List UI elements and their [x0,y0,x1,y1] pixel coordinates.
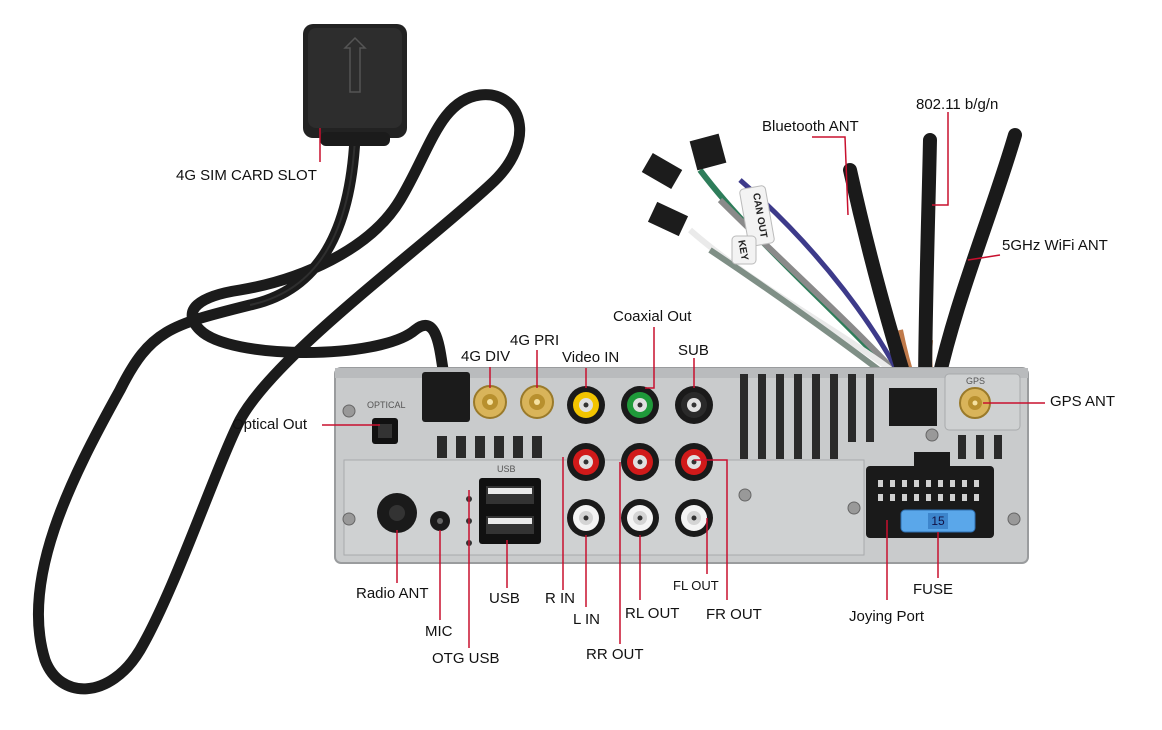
leader-80211 [932,112,949,206]
label-otg-usb: OTG USB [432,650,500,667]
sub-jack[interactable] [675,386,713,424]
label-coaxial-out: Coaxial Out [613,308,692,325]
screw-1 [342,404,356,418]
label-r-in: R IN [545,590,575,607]
mic-port[interactable] [430,511,450,531]
key-tag-text: KEY [735,239,749,261]
coaxial-out-jack[interactable] [621,386,659,424]
label-mic: MIC [425,623,453,640]
r-in-jack[interactable] [567,443,605,481]
label-80211: 802.11 b/g/n [916,96,999,113]
label-gps-ant: GPS ANT [1050,393,1116,410]
leader-frout [694,459,728,600]
screw-6 [847,501,861,515]
rr-out-jack[interactable] [621,443,659,481]
label-sub: SUB [678,342,709,359]
print-usb: USB [497,464,516,474]
label-joying-port: Joying Port [849,608,925,625]
rl-out-jack[interactable] [621,499,659,537]
label-4g-div: 4G DIV [461,348,511,365]
fuse-rating-text: 15 [931,514,945,528]
otg-usb-port[interactable] [466,496,472,546]
leader-5ghz [967,254,1001,261]
harness-socket [889,388,937,426]
vent-slots-top [437,436,542,458]
label-fr-out: FR OUT [706,606,762,623]
label-fuse: FUSE [913,581,954,598]
harness-connector-3 [647,201,689,237]
print-gps: GPS [966,376,986,386]
leader-lines [319,112,1045,648]
joying-port-pins [878,480,979,501]
harness-connector-2 [689,133,727,171]
label-optical-out: Optical Out [232,416,308,433]
4g-pri-port[interactable] [520,385,554,419]
can-out-tag: CAN OUT [739,185,775,247]
video-in-jack[interactable] [567,386,605,424]
leader-bt [812,136,849,216]
label-bluetooth-ant: Bluetooth ANT [762,118,859,135]
fuse[interactable]: 15 [900,509,976,533]
label-sim-card-slot: 4G SIM CARD SLOT [176,167,317,184]
4g-div-port[interactable] [473,385,507,419]
optical-out-port[interactable] [372,418,398,444]
print-optical: OPTICAL [367,400,406,410]
label-4g-pri: 4G PRI [510,332,560,349]
key-tag: KEY [731,235,757,265]
label-5ghz-wifi: 5GHz WiFi ANT [1002,237,1108,254]
label-rr-out: RR OUT [586,646,644,663]
label-video-in: Video IN [562,349,620,366]
label-radio-ant: Radio ANT [356,585,429,602]
leader-coaxial [645,327,655,389]
wiring-harness: CAN OUT KEY [641,133,938,403]
label-l-in: L IN [573,611,600,628]
l-in-jack[interactable] [567,499,605,537]
sim-connector[interactable] [422,372,470,422]
usb-ports[interactable] [479,478,541,544]
label-rl-out: RL OUT [625,605,680,622]
harness-connector-1 [641,152,683,190]
label-usb: USB [489,590,520,607]
fl-out-jack[interactable] [675,499,713,537]
sim-card-slot-box[interactable] [303,24,407,146]
radio-ant-port[interactable] [377,493,417,533]
screw-2 [342,512,356,526]
screw-5 [738,488,752,502]
sim-cable [32,89,525,695]
screw-4 [1007,512,1021,526]
label-fl-out: FL OUT [673,578,719,593]
vent-slots-right [740,374,1002,459]
screw-7 [925,428,939,442]
fr-out-jack[interactable] [675,443,713,481]
gps-ant-port[interactable] [944,373,1021,431]
